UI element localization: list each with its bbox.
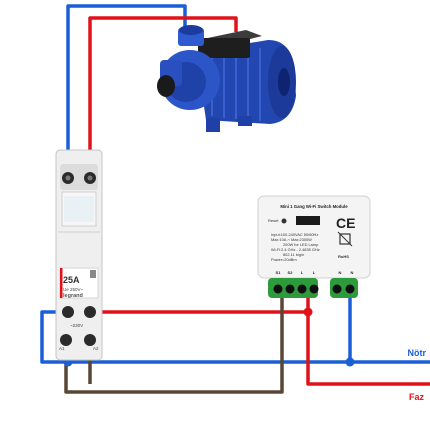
spec-line: Power<20dBm xyxy=(271,257,297,262)
module-spec-lines: Input:100-240VAC 50/60Hz Max:10A ∩ Max:2… xyxy=(271,232,320,262)
junction-dot xyxy=(345,357,355,367)
spec-line: Input:100-240VAC 50/60Hz xyxy=(271,232,318,237)
terminal-label: N xyxy=(351,270,354,275)
spec-line: 200W for LED Lamp xyxy=(283,242,318,247)
module-terminal xyxy=(273,284,283,294)
reset-button[interactable] xyxy=(281,218,287,224)
junction-dot xyxy=(303,307,313,317)
weee-bin-icon xyxy=(339,233,351,245)
terminal-label: L xyxy=(313,270,316,275)
wifi-switch-module: Mini 1 Gang Wi-Fi Switch Module Reset CE… xyxy=(257,195,371,298)
contactor-terminal xyxy=(84,334,96,346)
spec-line: 802.11 b/g/n xyxy=(283,252,304,257)
water-pump xyxy=(157,25,296,132)
ce-mark: CE xyxy=(336,215,355,231)
module-terminal xyxy=(297,284,307,294)
terminal-a1-label: A1 xyxy=(59,346,65,351)
terminal-a2-label: A2 xyxy=(93,346,99,351)
module-reset-label: Reset xyxy=(268,218,279,223)
contactor-brand: legrand xyxy=(63,293,83,299)
contactor-terminal xyxy=(62,306,74,318)
phase-label: Faz xyxy=(409,392,425,402)
spec-line: Max:10A ∩ Max:2300W xyxy=(271,237,312,242)
module-terminal xyxy=(285,284,295,294)
neutral-label: Nötr xyxy=(408,348,427,358)
terminal-label: L xyxy=(301,270,304,275)
module-terminal xyxy=(309,284,319,294)
terminal-label: N xyxy=(339,270,342,275)
contactor-voltage: Ue 250V~ xyxy=(63,287,84,292)
wire-phase xyxy=(88,16,430,386)
module-terminal xyxy=(332,284,342,294)
contactor-terminal xyxy=(60,334,72,346)
modular-contactor: 25A Ue 250V~ legrand ~230V A1 A2 xyxy=(55,149,103,361)
terminal-label: S2 xyxy=(288,270,294,275)
module-terminal xyxy=(345,284,355,294)
spec-line: Wi-Fi:2.4 GHz - 2.4835 GHz xyxy=(271,247,320,252)
module-title: Mini 1 Gang Wi-Fi Switch Module xyxy=(280,204,348,209)
contactor-rating: 25A xyxy=(63,275,80,285)
rohs-label: RoHS xyxy=(338,254,349,259)
status-led-window xyxy=(296,216,320,225)
contactor-terminal xyxy=(84,306,96,318)
terminal-label: S1 xyxy=(276,270,282,275)
contactor-coil-voltage: ~230V xyxy=(70,323,83,328)
